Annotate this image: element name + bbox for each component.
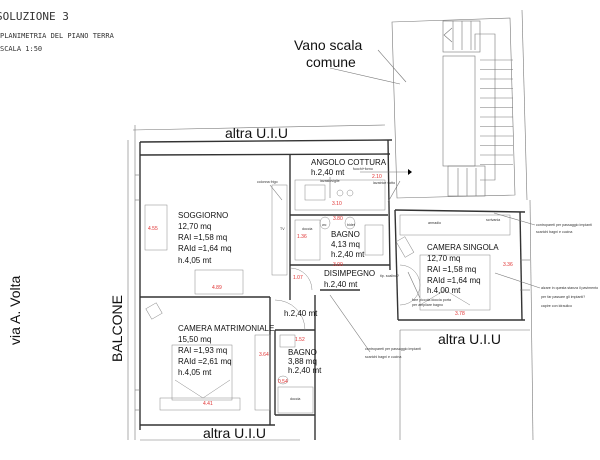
dimension-label: 0.54 (278, 379, 288, 385)
corridor-height: h.2,40 mt (284, 309, 318, 318)
svg-text:DISIMPEGNO: DISIMPEGNO (324, 269, 375, 278)
svg-text:fare piccola doccia porta: fare piccola doccia porta (412, 298, 451, 302)
svg-text:12,70 mq: 12,70 mq (427, 254, 460, 263)
stairwell: Vano scala comune (294, 9, 528, 201)
svg-text:lavatrice sotto: lavatrice sotto (373, 181, 395, 185)
plan-subtitle: PLANIMETRIA DEL PIANO TERRA (0, 32, 115, 40)
dimension-label: 4.41 (203, 401, 213, 407)
svg-text:wc: wc (322, 223, 327, 227)
svg-text:h.2,40 mt: h.2,40 mt (331, 250, 365, 259)
room-angolo-cottura: ANGOLO COTTURA h.2,40 mt (311, 158, 387, 177)
svg-text:bidet: bidet (347, 223, 355, 227)
stair-label-1: Vano scala (294, 37, 362, 53)
svg-text:3,88 mq: 3,88 mq (288, 357, 317, 366)
svg-text:h.4,05 mt: h.4,05 mt (178, 256, 212, 265)
svg-text:12,70 mq: 12,70 mq (178, 222, 211, 231)
dimension-label: 4.55 (148, 226, 158, 232)
uiu-bottom-label: altra U.I.U (203, 425, 266, 441)
svg-text:colonna frigo: colonna frigo (257, 180, 278, 184)
dimension-label: 3.10 (332, 201, 342, 207)
svg-text:doccia: doccia (290, 397, 300, 401)
svg-text:lavastoviglie: lavastoviglie (320, 179, 340, 183)
room-camera-matrimoniale: CAMERA MATRIMONIALE 15,50 mq RAI =1,93 m… (178, 324, 274, 377)
svg-text:h.2,40 mt: h.2,40 mt (324, 280, 358, 289)
dimension-label: 3.36 (503, 262, 513, 268)
svg-text:RAId =1,64 mq: RAId =1,64 mq (427, 276, 481, 285)
svg-text:RAI =1,58 mq: RAI =1,58 mq (427, 265, 476, 274)
svg-text:15,50 mq: 15,50 mq (178, 335, 211, 344)
svg-text:contropareti per passaggio imp: contropareti per passaggio impianti (365, 347, 421, 351)
svg-text:SOGGIORNO: SOGGIORNO (178, 211, 228, 220)
svg-text:h.4,05 mt: h.4,05 mt (178, 368, 212, 377)
dimension-label: 3.64 (259, 352, 269, 358)
svg-text:BAGNO: BAGNO (288, 348, 317, 357)
dimension-label: 1.36 (297, 234, 307, 240)
svg-text:scrivania: scrivania (486, 218, 500, 222)
dimension-label: 1.52 (295, 337, 305, 343)
uiu-top-label: altra U.I.U (225, 125, 288, 141)
room-bagno-1: BAGNO 4,13 mq h.2,40 mt (331, 230, 365, 259)
svg-text:ANGOLO COTTURA: ANGOLO COTTURA (311, 158, 387, 167)
svg-text:RAI =1,93 mq: RAI =1,93 mq (178, 346, 227, 355)
svg-text:fuochi+forno: fuochi+forno (353, 167, 373, 171)
svg-text:scarichi bagni e cucina: scarichi bagni e cucina (365, 355, 401, 359)
stair-label-2: comune (306, 54, 356, 70)
plan-scale: SCALA 1:50 (0, 45, 42, 53)
annotations: colonna frigo lavastoviglie fuochi+forno… (257, 167, 598, 401)
svg-text:doccia: doccia (302, 227, 312, 231)
svg-text:per ampliare bagno: per ampliare bagno (412, 303, 443, 307)
dimension-label: 1.07 (293, 275, 303, 281)
svg-text:CAMERA SINGOLA: CAMERA SINGOLA (427, 243, 499, 252)
balcony-label: BALCONE (109, 295, 125, 362)
svg-text:capire con idraulico: capire con idraulico (541, 304, 572, 308)
street-label: via A. Volta (7, 276, 23, 345)
dimensions: 4.55 4.89 1.36 3.10 2.10 3.80 3.00 1.07 … (148, 174, 513, 407)
svg-text:BAGNO: BAGNO (331, 230, 360, 239)
dimension-label: 3.78 (455, 311, 465, 317)
room-bagno-2: BAGNO 3,88 mq h.2,40 mt (288, 348, 322, 375)
plan-title: SOLUZIONE 3 (0, 10, 69, 23)
svg-text:4,13 mq: 4,13 mq (331, 240, 360, 249)
svg-text:RAId =2,61 mq: RAId =2,61 mq (178, 357, 232, 366)
svg-text:contropareti per passaggio imp: contropareti per passaggio impianti (536, 223, 592, 227)
svg-text:RAId =1,64 mq: RAId =1,64 mq (178, 244, 232, 253)
dimension-label: 2.10 (372, 174, 382, 180)
dimension-label: 4.89 (212, 285, 222, 291)
svg-text:h.2,40 mt: h.2,40 mt (311, 168, 345, 177)
dimension-label: 3.80 (333, 216, 343, 222)
svg-text:alzare in questa stanza il pav: alzare in questa stanza il pavimento (541, 286, 598, 290)
svg-text:h.4,00 mt: h.4,00 mt (427, 286, 461, 295)
svg-text:h.2,40 mt: h.2,40 mt (288, 366, 322, 375)
svg-text:armadio: armadio (428, 221, 441, 225)
room-soggiorno: SOGGIORNO 12,70 mq RAI =1,58 mq RAId =1,… (178, 211, 232, 265)
leader-lines (269, 169, 541, 353)
svg-text:tip. scalino?: tip. scalino? (380, 274, 399, 278)
room-disimpegno: DISIMPEGNO h.2,40 mt (324, 269, 375, 289)
room-camera-singola: CAMERA SINGOLA 12,70 mq RAI =1,58 mq RAI… (427, 243, 499, 295)
dimension-label: 3.00 (333, 262, 343, 268)
furniture (144, 179, 511, 414)
svg-text:TV: TV (280, 227, 285, 231)
uiu-right-label: altra U.I.U (438, 331, 501, 347)
svg-text:RAI =1,58 mq: RAI =1,58 mq (178, 233, 227, 242)
svg-text:per far passare gli impianti?: per far passare gli impianti? (541, 295, 585, 299)
svg-text:scarichi bagni e cucina: scarichi bagni e cucina (536, 230, 572, 234)
svg-text:CAMERA MATRIMONIALE: CAMERA MATRIMONIALE (178, 324, 274, 333)
